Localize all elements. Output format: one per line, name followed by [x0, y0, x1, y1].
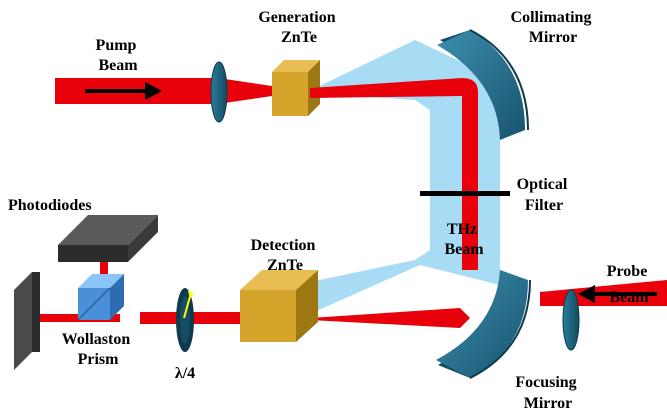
quarter-wave-label: λ/4 [175, 365, 195, 382]
residual-pump-beam [310, 78, 478, 270]
optical-filter-label: Optical Filter [517, 176, 572, 214]
pump-beam-label: Pump Beam [96, 37, 141, 74]
thz-beam-shape [305, 40, 500, 316]
pump-lens [210, 61, 228, 123]
generation-znte-label: Generation ZnTe [258, 9, 339, 46]
probe-lens [562, 289, 580, 351]
left-arrow-icon [578, 285, 595, 303]
photodiode-top [58, 215, 158, 262]
probe-arrow-shaft [595, 292, 657, 296]
right-arrow-icon [145, 82, 162, 100]
photodiode-side [14, 272, 40, 370]
quarter-wave-plate [176, 288, 194, 352]
focusing-mirror-label: Focusing Mirror [515, 374, 580, 412]
wollaston-prism [77, 274, 124, 321]
collimating-mirror [437, 29, 529, 140]
detection-znte-label: Detection ZnTe [251, 237, 320, 274]
photodiodes-label: Photodiodes [8, 197, 92, 214]
thz-beam-label: THz Beam [444, 221, 484, 258]
optical-filter [420, 191, 510, 196]
probe-beam-focus [310, 308, 470, 328]
collimating-mirror-label: Collimating Mirror [511, 9, 596, 46]
probe-beam-label: Probe Beam [607, 263, 652, 306]
pump-arrow-shaft [85, 89, 145, 93]
detection-crystal [240, 270, 318, 342]
wollaston-prism-label: Wollaston Prism [62, 331, 134, 368]
focusing-mirror [436, 270, 531, 379]
pump-beam-focus [218, 78, 272, 104]
generation-crystal [272, 60, 320, 116]
